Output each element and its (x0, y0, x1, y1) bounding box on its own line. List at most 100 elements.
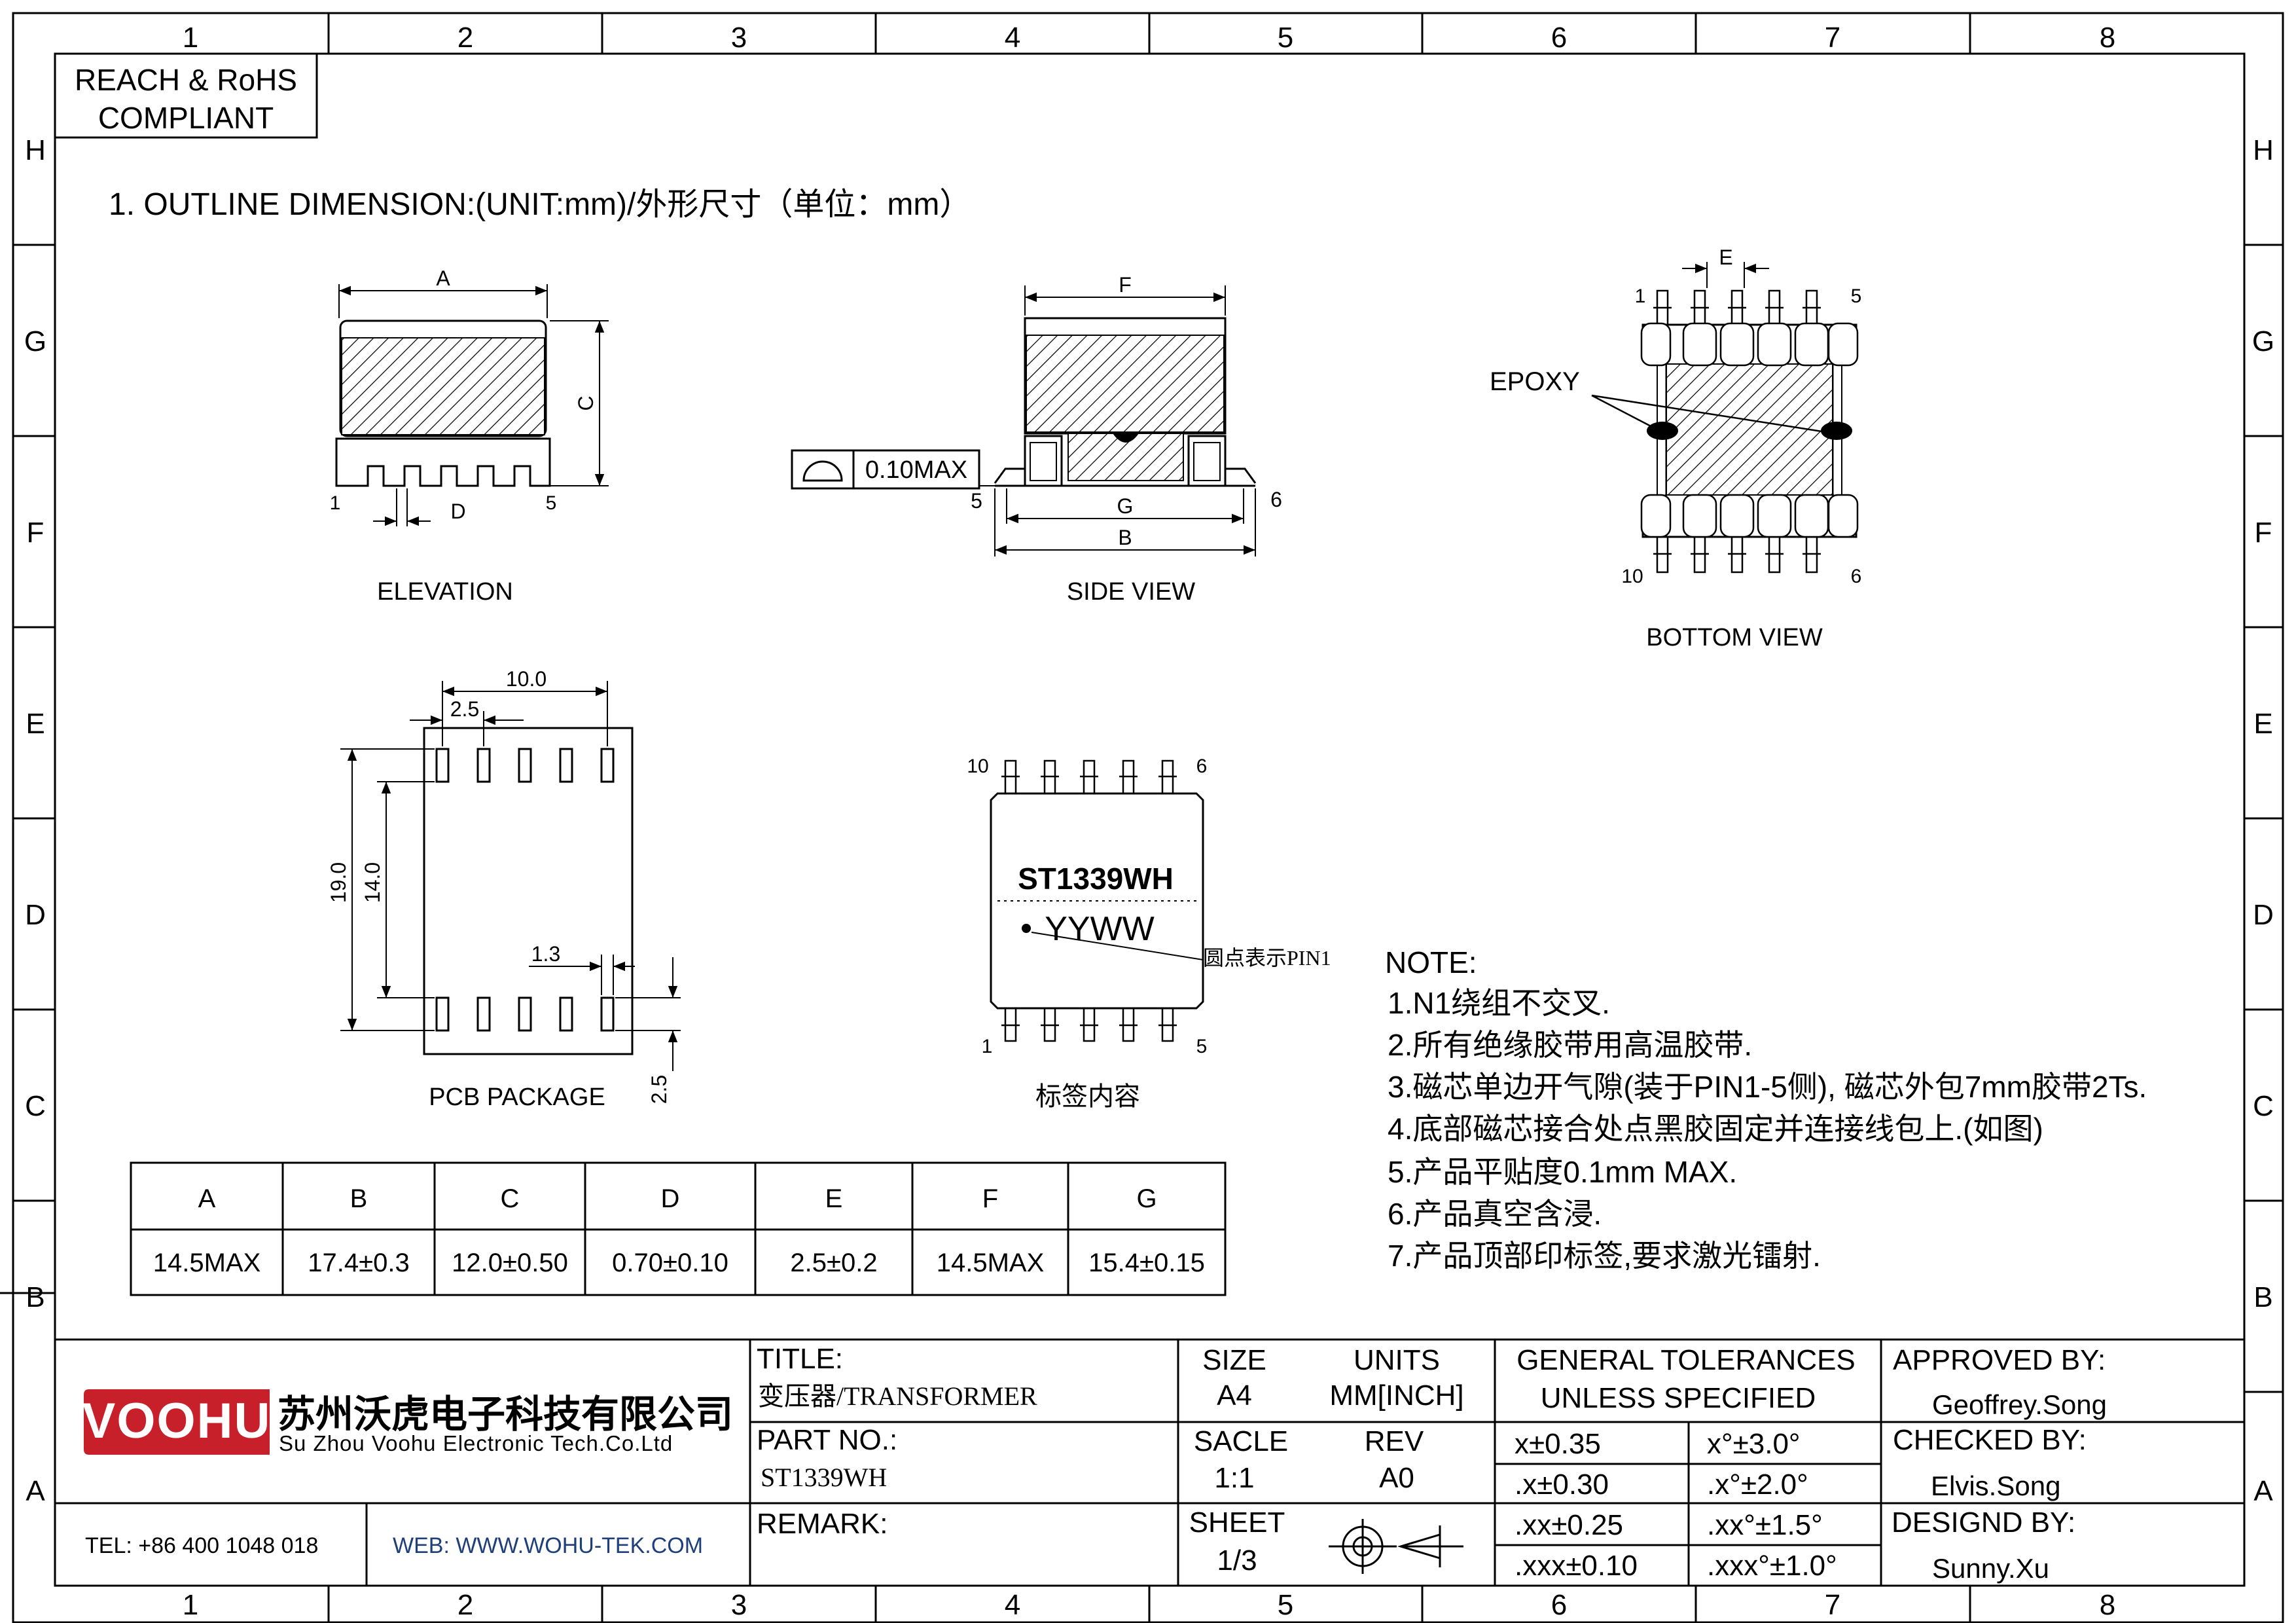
dim-pad-length: 2.5 (647, 1075, 671, 1104)
pcb-package-label: PCB PACKAGE (429, 1084, 605, 1111)
row-label-right: F (2255, 517, 2272, 549)
checked-value: Elvis.Song (1931, 1470, 2060, 1501)
row-label-right: C (2253, 1090, 2274, 1122)
col-label-bottom: 1 (183, 1589, 198, 1621)
title-value: 变压器/TRANSFORMER (758, 1381, 1037, 1411)
scale-value: 1:1 (1214, 1462, 1254, 1494)
company-logo: VOOHU (82, 1389, 270, 1455)
notes-title: NOTE: (1385, 945, 1477, 979)
company-name-cn: 苏州沃虎电子科技有限公司 (278, 1393, 733, 1436)
dim-a-label: A (436, 266, 450, 290)
pcb-package-view: 10.0 2.5 19.0 14.0 1.3 2.5 PCB PACKAGE (327, 667, 681, 1111)
col-label-bottom: 8 (2100, 1589, 2115, 1621)
compliance-line1: REACH & RoHS (75, 63, 297, 97)
pin-label: 5 (1196, 1036, 1208, 1057)
pin-label: 1 (330, 492, 341, 514)
pin-label: 10 (1621, 566, 1643, 587)
col-label-bottom: 4 (1005, 1589, 1020, 1621)
dim-outer-span: 19.0 (327, 862, 350, 903)
note-item: 2.所有绝缘胶带用高温胶带. (1388, 1028, 1752, 1062)
tolerance-angular: .xx°±1.5° (1707, 1509, 1823, 1541)
dimension-table-cell: 14.5MAX (937, 1249, 1045, 1277)
pin-label: 6 (1196, 756, 1208, 777)
sheet-label: SHEET (1189, 1506, 1285, 1539)
units-label: UNITS (1354, 1344, 1440, 1376)
col-label-top: 2 (457, 22, 473, 54)
dimension-table-cell: 14.5MAX (153, 1249, 261, 1277)
rev-label: REV (1365, 1425, 1424, 1457)
projection-symbol (1329, 1519, 1463, 1574)
compliance-line2: COMPLIANT (98, 101, 274, 135)
dimension-table-cell: 17.4±0.3 (308, 1249, 409, 1277)
col-label-top: 3 (731, 22, 747, 54)
side-view: F 0.10MAX G B 5 6 SIDE VIEW (791, 273, 1282, 606)
size-label: SIZE (1202, 1344, 1266, 1376)
dim-g-label: G (1117, 494, 1134, 518)
pin1-note: 圆点表示PIN1 (1203, 946, 1331, 970)
dim-c-label: C (574, 395, 598, 410)
dimension-table-header: F (982, 1184, 998, 1213)
tolerance-linear: .x±0.30 (1515, 1468, 1609, 1501)
sheet-value: 1/3 (1217, 1544, 1257, 1577)
elevation-view: A C D 1 5 ELEVATION (330, 266, 609, 606)
dimension-table-cell: 0.70±0.10 (612, 1249, 728, 1277)
marking-date-code: YYWW (1045, 910, 1155, 948)
drawing-frame: 1 2 3 4 5 6 7 8 1 2 3 4 5 6 7 8 H G F E … (0, 12, 2284, 1623)
tolerance-subtitle: UNLESS SPECIFIED (1541, 1382, 1816, 1414)
dimension-table-header: D (661, 1184, 680, 1213)
pin-label: 5 (971, 489, 982, 513)
dimension-table-cell: 12.0±0.50 (452, 1249, 568, 1277)
row-label-left: H (25, 134, 46, 166)
dimension-table-cell: 2.5±0.2 (790, 1249, 877, 1277)
dimension-table-header: G (1136, 1184, 1157, 1213)
col-label-bottom: 3 (731, 1589, 747, 1621)
section-title: 1. OUTLINE DIMENSION:(UNIT:mm)/外形尺寸（单位：m… (109, 187, 971, 222)
tolerance-angular: .xxx°±1.0° (1707, 1550, 1837, 1582)
approved-label: APPROVED BY: (1893, 1344, 2106, 1376)
row-label-right: D (2253, 899, 2274, 931)
tolerance-title: GENERAL TOLERANCES (1516, 1344, 1856, 1376)
note-item: 5.产品平贴度0.1mm MAX. (1388, 1155, 1737, 1189)
elevation-label: ELEVATION (377, 578, 513, 606)
note-item: 6.产品真空含浸. (1388, 1197, 1602, 1231)
marking-part-number: ST1339WH (1018, 862, 1174, 896)
dimension-table-header: A (198, 1184, 216, 1213)
part-no-label: PART NO.: (757, 1424, 897, 1456)
dimension-table-cell: 15.4±0.15 (1088, 1249, 1205, 1277)
dim-pitch-span: 10.0 (506, 667, 547, 691)
row-label-right: E (2253, 708, 2272, 740)
title-label: TITLE: (757, 1343, 843, 1375)
row-label-right: H (2253, 134, 2274, 166)
row-label-left: F (27, 517, 45, 549)
company-web: WEB: WWW.WOHU-TEK.COM (393, 1533, 703, 1558)
title-block: VOOHU 苏州沃虎电子科技有限公司 Su Zhou Voohu Electro… (55, 1338, 2244, 1586)
dim-b-label: B (1118, 526, 1132, 549)
marking-label: 标签内容 (1035, 1082, 1140, 1111)
pin-label: 1 (982, 1036, 993, 1057)
units-value: MM[INCH] (1329, 1379, 1463, 1412)
row-label-left: A (26, 1475, 45, 1507)
company-tel: TEL: +86 400 1048 018 (85, 1533, 318, 1558)
pin-label: 10 (967, 756, 988, 777)
col-label-top: 4 (1005, 22, 1020, 54)
designed-label: DESIGND BY: (1892, 1506, 2075, 1539)
dimension-table-header: E (825, 1184, 843, 1213)
dimension-table-header: C (501, 1184, 520, 1213)
pin-label: 6 (1851, 566, 1862, 587)
pin-label: 6 (1270, 488, 1282, 511)
part-no-value: ST1339WH (761, 1463, 887, 1492)
col-label-bottom: 2 (457, 1589, 473, 1621)
tolerance-linear: .xxx±0.10 (1515, 1550, 1638, 1582)
row-label-left: G (24, 325, 46, 357)
compliance-box: REACH & RoHS COMPLIANT (54, 52, 318, 139)
col-label-bottom: 7 (1825, 1589, 1840, 1621)
epoxy-label: EPOXY (1490, 367, 1580, 396)
col-label-top: 8 (2100, 22, 2115, 54)
tolerance-angular: x°±3.0° (1707, 1428, 1801, 1460)
dimension-table: A B C D E F G 14.5MAX 17.4±0.3 12.0±0.50… (130, 1161, 1227, 1296)
remark-label: REMARK: (757, 1508, 888, 1540)
col-label-top: 6 (1551, 22, 1567, 54)
dim-d-label: D (450, 500, 465, 523)
dim-f-label: F (1119, 273, 1132, 297)
